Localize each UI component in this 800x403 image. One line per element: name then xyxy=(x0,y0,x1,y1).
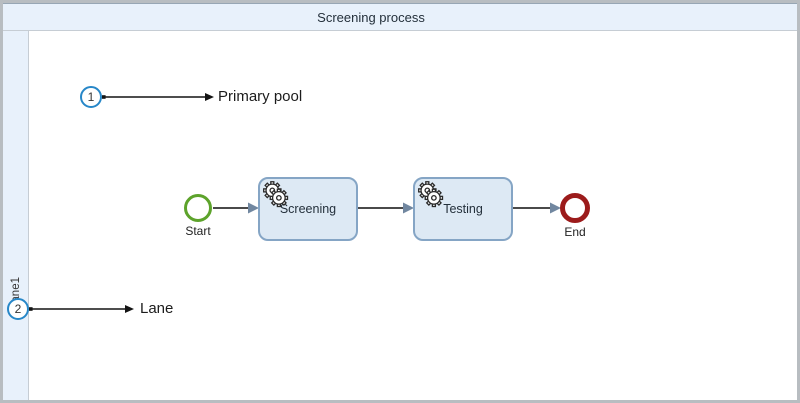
service-gears-icon xyxy=(418,181,444,208)
callout-arrow-2 xyxy=(29,305,134,313)
callout-label-primary-pool: Primary pool xyxy=(218,88,303,105)
callout-number: 2 xyxy=(14,302,22,316)
pool-header[interactable]: Screening process xyxy=(3,3,797,31)
sequence-flow-testing-to-end xyxy=(513,202,561,214)
callout-arrow-1 xyxy=(102,93,214,101)
callout-number: 1 xyxy=(87,90,95,104)
end-event[interactable] xyxy=(560,193,590,223)
pool-title: Screening process xyxy=(317,9,425,25)
callout-label-lane: Lane xyxy=(140,300,174,317)
end-event-label: End xyxy=(564,225,586,239)
lane-header[interactable]: Lane1 xyxy=(3,31,29,400)
sequence-flow-screening-to-testing xyxy=(358,202,414,214)
sequence-flow-start-to-screening xyxy=(213,202,259,214)
connectors-layer xyxy=(29,93,561,313)
service-gears-icon xyxy=(263,181,289,208)
callout-badge-2: 2 xyxy=(7,298,29,320)
start-event[interactable] xyxy=(184,194,212,222)
callout-badge-1: 1 xyxy=(80,86,102,108)
start-event-label: Start xyxy=(185,224,211,238)
task-testing[interactable]: Testing xyxy=(413,177,513,241)
task-screening[interactable]: Screening xyxy=(258,177,358,241)
task-label: Screening xyxy=(279,202,337,216)
task-label: Testing xyxy=(443,202,483,216)
